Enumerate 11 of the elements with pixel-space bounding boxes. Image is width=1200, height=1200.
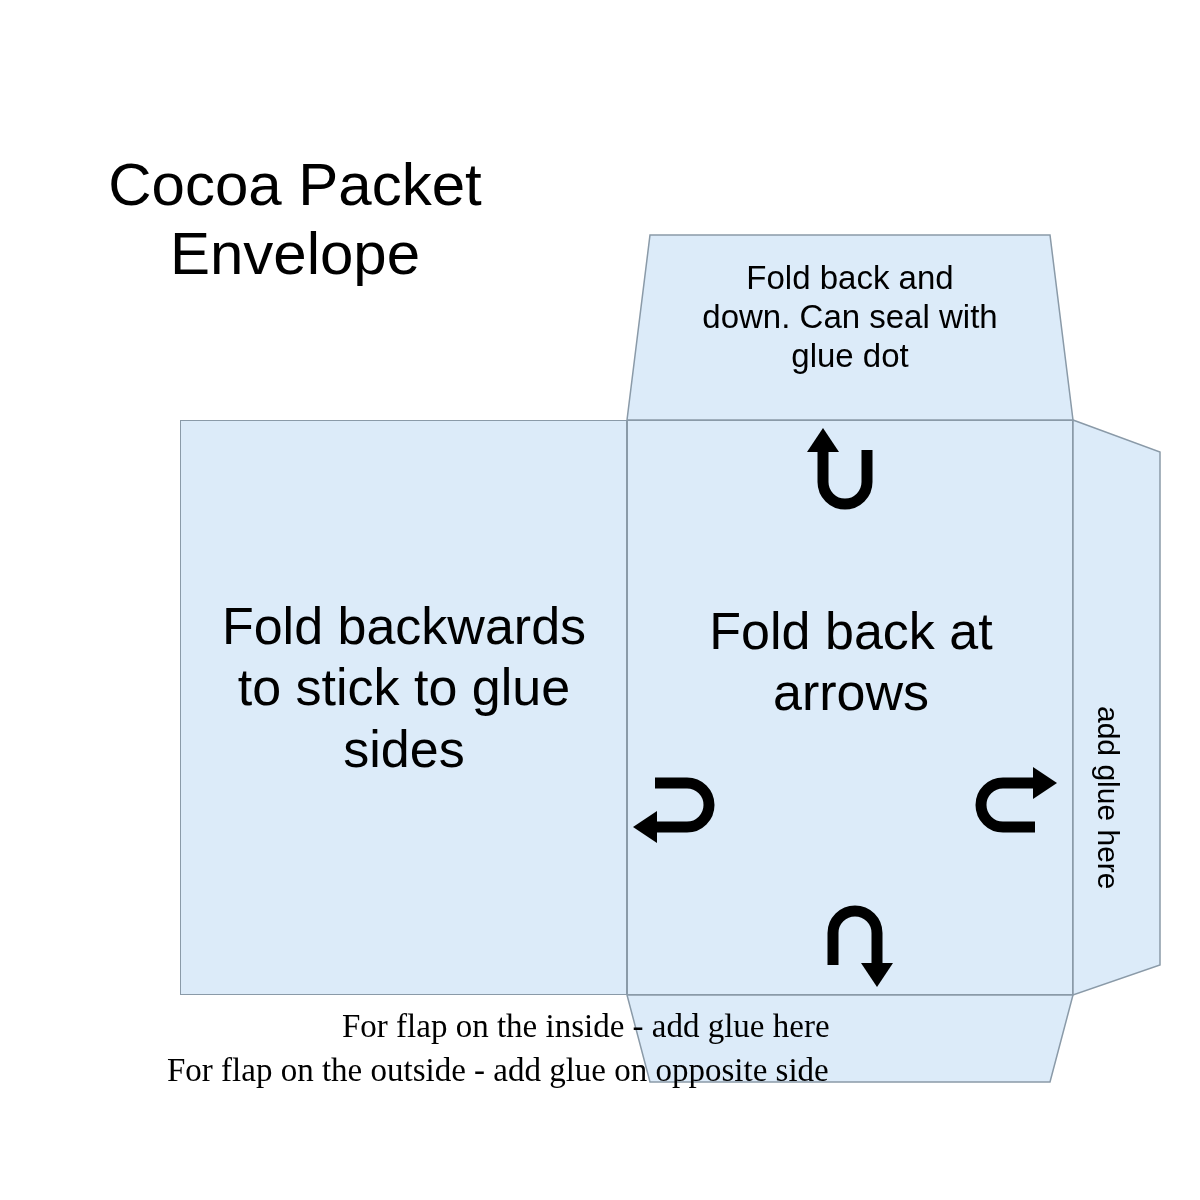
instruction-text: add glue here <box>1091 705 1127 892</box>
instruction-note: For flap on the outside - add glue on opposite side <box>167 1052 829 1089</box>
instruction-note: For flap on the inside - add glue here <box>342 1008 830 1045</box>
side-panel <box>180 420 627 995</box>
top-flap <box>627 235 1073 420</box>
front-panel <box>627 420 1073 995</box>
instruction-text: Fold back and down. Can seal with glue dot <box>701 259 999 376</box>
instruction-text: Fold back at arrows <box>708 601 994 724</box>
instruction-text: Fold backwards to stick to glue sides <box>220 596 588 780</box>
title: Cocoa Packet Envelope <box>107 150 483 288</box>
side-flap <box>1073 420 1160 995</box>
